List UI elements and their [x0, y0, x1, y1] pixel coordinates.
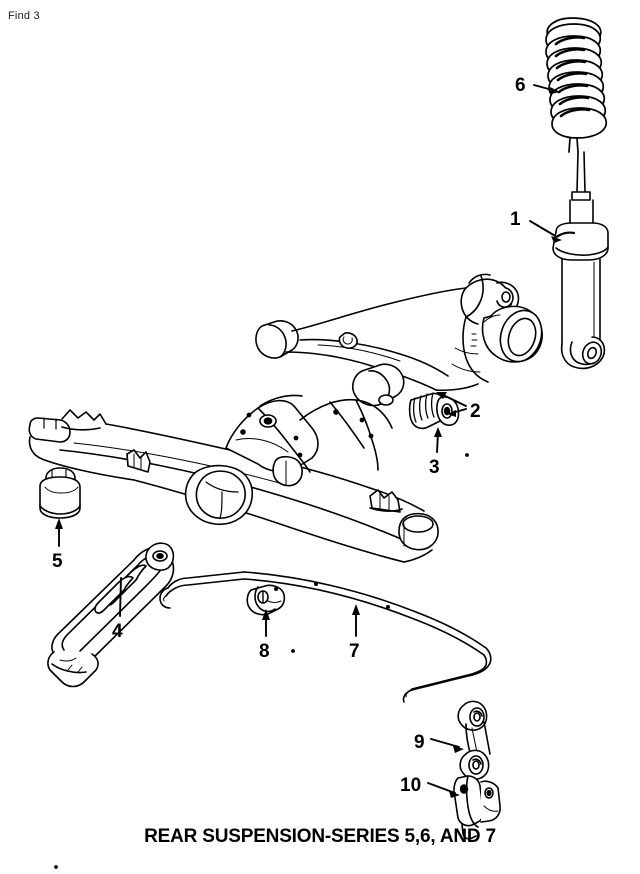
- callout-leaders: [55, 84, 562, 798]
- callout-4: 4: [112, 621, 123, 642]
- subframe-support-brace-part: [47, 542, 175, 688]
- stabilizer-bar-part: [159, 571, 492, 703]
- coil-spring-part: [545, 17, 608, 153]
- callout-7: 7: [349, 641, 360, 662]
- leader-4: [119, 577, 122, 617]
- rear-subframe-part: [28, 394, 439, 563]
- sway-bar-link-part: [457, 700, 491, 780]
- find-label: Find 3: [8, 10, 40, 22]
- callout-2: 2: [470, 401, 481, 422]
- shock-absorber-part: [552, 151, 609, 370]
- sway-bar-bushing-part: [246, 584, 286, 616]
- callout-6: 6: [515, 75, 526, 96]
- callout-3: 3: [429, 457, 440, 478]
- trailing-arm-part: [255, 273, 543, 407]
- leader-1: [529, 220, 558, 238]
- subframe-mount-bushing-part: [39, 467, 81, 519]
- leader-2a: [440, 393, 467, 407]
- callout-5: 5: [52, 551, 63, 572]
- leader-10: [427, 782, 456, 794]
- callout-10: 10: [400, 775, 422, 796]
- callout-1: 1: [510, 209, 521, 230]
- sway-bar-link-bracket-part: [453, 775, 501, 840]
- figure-title: REAR SUSPENSION-SERIES 5,6, AND 7: [144, 826, 496, 847]
- callout-9: 9: [414, 732, 425, 753]
- callout-8: 8: [259, 641, 270, 662]
- leader-9: [430, 738, 460, 748]
